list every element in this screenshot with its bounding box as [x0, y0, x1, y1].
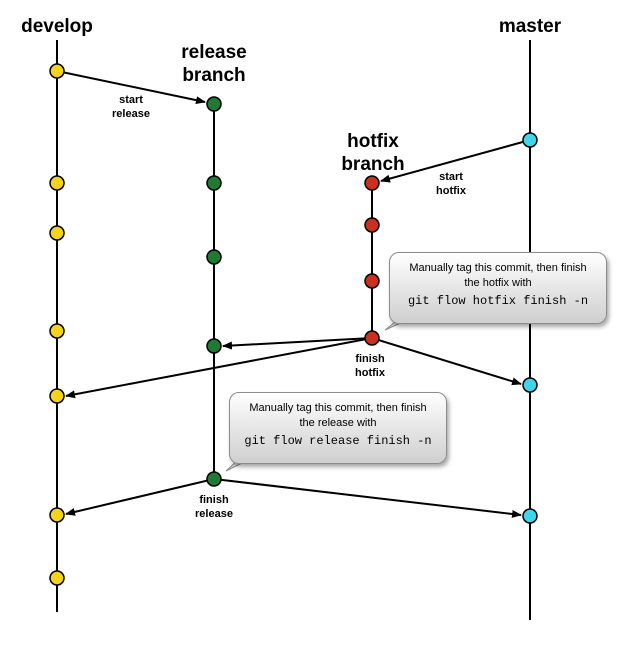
finish-release-to-develop-arrow: [65, 478, 215, 516]
start-release-label-line2: release: [112, 108, 150, 120]
finish-release-label-line1: finish: [199, 494, 229, 506]
develop-commit: [49, 570, 65, 586]
release-callout-command: git flow release finish -n: [244, 434, 432, 448]
hotfix-commit: [364, 330, 380, 346]
hotfix-commit: [364, 175, 380, 191]
release-branch-title-line1: release: [181, 42, 247, 63]
develop-commit: [49, 507, 65, 523]
hotfix-branch-title-line2: branch: [341, 154, 404, 175]
start-hotfix-label-line1: start: [439, 171, 463, 183]
start-release-label-line1: start: [119, 94, 143, 106]
hotfix-branch-title-line1: hotfix: [347, 131, 399, 152]
hotfix-callout-line1: Manually tag this commit, then finish: [409, 262, 587, 274]
hotfix-commit: [364, 273, 380, 289]
release-commit: [206, 471, 222, 487]
hotfix-callout-command: git flow hotfix finish -n: [407, 294, 589, 308]
finish-release-label-line2: release: [195, 508, 233, 520]
finish-hotfix-label-line1: finish: [355, 353, 385, 365]
release-commit: [206, 96, 222, 112]
release-callout-line1: Manually tag this commit, then finish: [249, 402, 427, 414]
release-callout: Manually tag this commit, then finish th…: [229, 392, 447, 464]
release-commit: [206, 338, 222, 354]
start-hotfix-arrow: [380, 139, 531, 183]
start-hotfix-label-line2: hotfix: [436, 185, 467, 197]
master-commit: [522, 377, 538, 393]
develop-commit: [49, 323, 65, 339]
finish-hotfix-label-line2: hotfix: [355, 367, 386, 379]
hotfix-callout-line2: the hotfix with: [464, 277, 532, 289]
master-commit: [522, 132, 538, 148]
develop-commit: [49, 175, 65, 191]
develop-commit: [49, 63, 65, 79]
develop-commit: [49, 225, 65, 241]
finish-hotfix-to-develop-arrow: [65, 337, 373, 399]
release-commit: [206, 175, 222, 191]
master-commit: [522, 508, 538, 524]
develop-branch-title: develop: [21, 16, 93, 37]
hotfix-commit: [364, 217, 380, 233]
develop-commit: [49, 388, 65, 404]
release-callout-line2: the release with: [299, 417, 377, 429]
finish-hotfix-to-master-arrow: [371, 337, 522, 386]
master-branch-title: master: [499, 16, 562, 37]
release-commit: [206, 249, 222, 265]
finish-hotfix-to-release-arrow: [222, 337, 373, 350]
hotfix-callout: Manually tag this commit, then finish th…: [389, 252, 607, 324]
finish-release-to-master-arrow: [213, 478, 522, 518]
release-branch-title-line2: branch: [182, 65, 245, 86]
start-release-arrow: [56, 70, 206, 105]
